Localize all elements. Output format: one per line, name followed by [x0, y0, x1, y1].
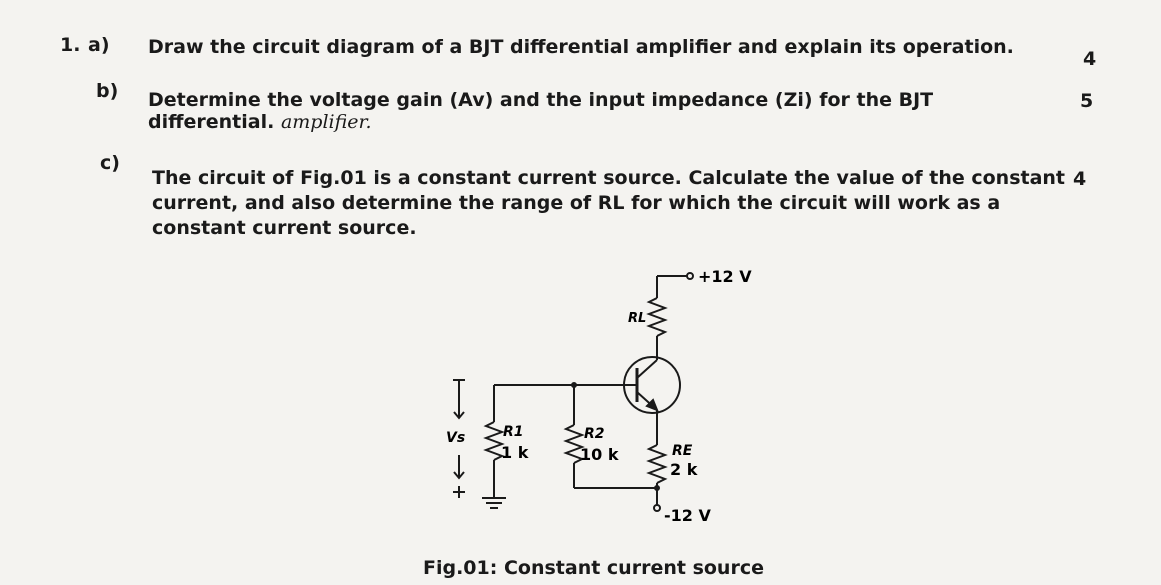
figure-caption: Fig.01: Constant current source [423, 557, 764, 579]
re-resistor [646, 444, 668, 484]
part-a-marks: 4 [1083, 48, 1097, 70]
vee-label: -12 V [664, 506, 711, 525]
part-a-label: a) [88, 34, 110, 56]
vcc-label: +12 V [698, 267, 752, 286]
rl-label: RL [628, 311, 646, 326]
part-c-line3: constant current source. [152, 217, 417, 239]
part-c-marks: 4 [1073, 168, 1087, 190]
rl-resistor [646, 297, 668, 337]
r1-label: R1 [503, 424, 524, 440]
part-c-line1: The circuit of Fig.01 is a constant curr… [152, 167, 1066, 189]
part-b-line1: Determine the voltage gain (Av) and the … [148, 89, 934, 111]
r2-value: 10 k [580, 445, 619, 464]
r2-resistor [563, 424, 585, 464]
part-b-line2-prefix: differential. [148, 111, 275, 133]
part-a-text: Draw the circuit diagram of a BJT differ… [148, 36, 1014, 58]
re-label: RE [672, 443, 693, 459]
part-b-line2: differential. amplifier. [148, 110, 372, 134]
part-c-label: c) [100, 152, 120, 174]
part-b-marks: 5 [1080, 90, 1094, 112]
part-c-line2: current, and also determine the range of… [152, 192, 1001, 214]
part-b-label: b) [96, 80, 119, 102]
r2-label: R2 [584, 426, 605, 442]
question-number: 1. [60, 34, 81, 56]
r1-resistor [483, 421, 505, 461]
part-b-handwritten: amplifier. [280, 111, 372, 133]
r1-value: 1 k [501, 443, 529, 462]
re-value: 2 k [670, 460, 698, 479]
vs-label: Vs [446, 430, 465, 446]
